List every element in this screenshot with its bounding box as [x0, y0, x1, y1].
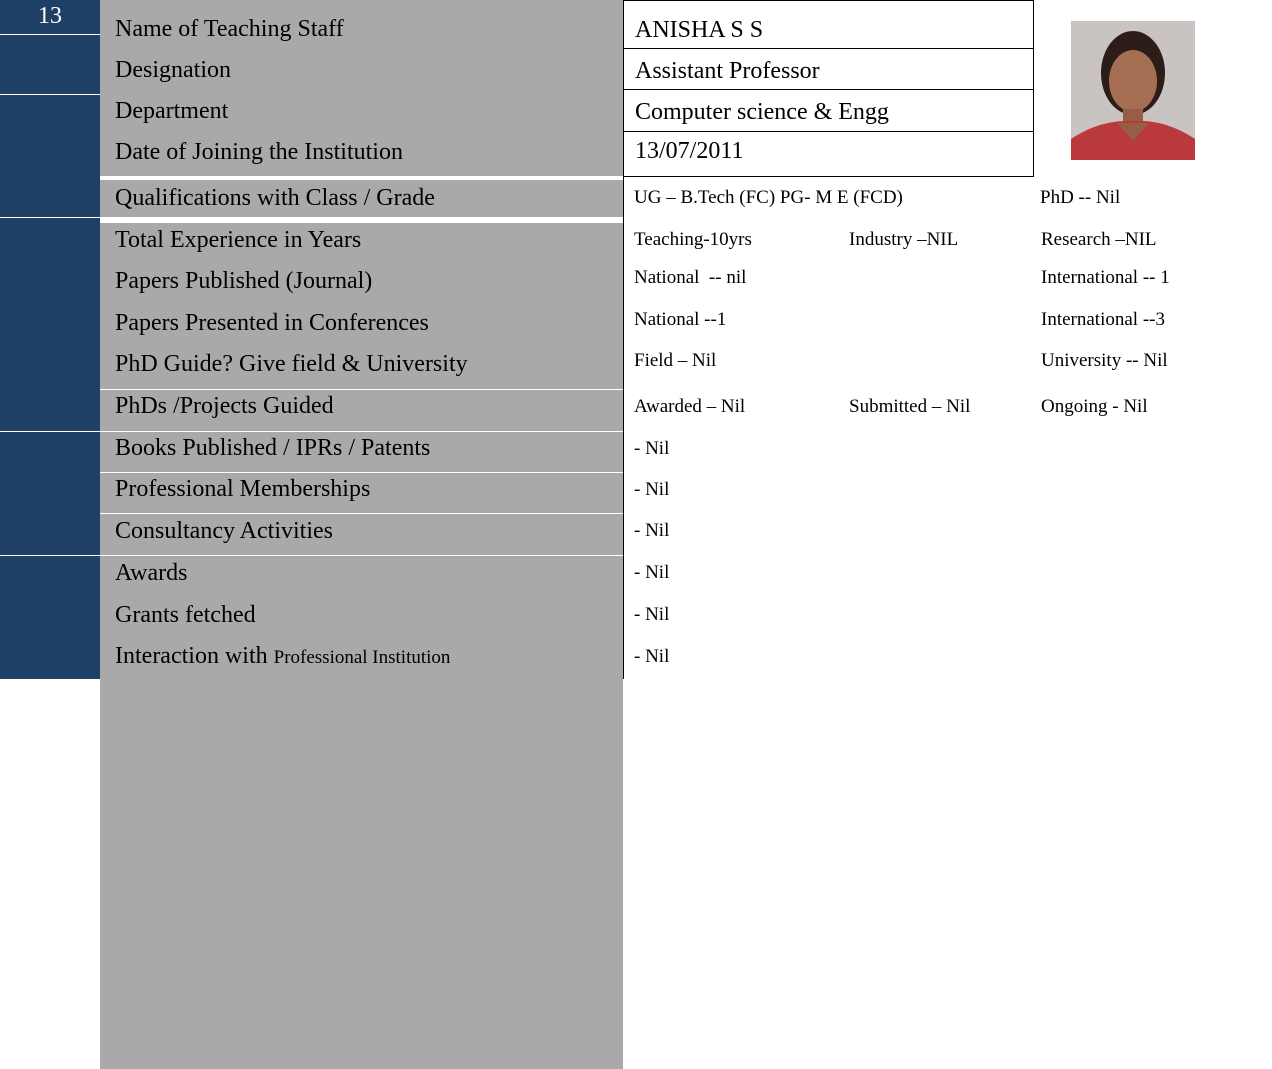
label-grants: Grants fetched: [115, 602, 256, 628]
label-books: Books Published / IPRs / Patents: [115, 435, 431, 461]
label-designation: Designation: [115, 57, 231, 83]
label-awards: Awards: [115, 560, 188, 586]
divider: [0, 34, 100, 35]
value-guide-field: Field – Nil: [634, 350, 717, 371]
label-name: Name of Teaching Staff: [115, 16, 344, 42]
value-exp-teaching: Teaching-10yrs: [634, 229, 752, 250]
row-number-column: [0, 0, 100, 679]
label-experience: Total Experience in Years: [115, 227, 362, 253]
label-cell: [100, 0, 623, 176]
value-date-of-joining: 13/07/2011: [635, 138, 744, 164]
value-exp-research: Research –NIL: [1041, 229, 1157, 250]
value-journal-national: National -- nil: [634, 267, 747, 288]
value-qual-ug-pg: UG – B.Tech (FC) PG- M E (FCD): [634, 187, 903, 208]
value-guided-ongoing: Ongoing - Nil: [1041, 396, 1148, 417]
grid-line: [623, 48, 1034, 49]
label-cell: [100, 223, 623, 389]
value-memberships: - Nil: [634, 479, 670, 500]
value-journal-international: International -- 1: [1041, 267, 1170, 288]
label-department: Department: [115, 98, 229, 124]
divider: [0, 431, 100, 432]
label-qualifications: Qualifications with Class / Grade: [115, 185, 435, 211]
label-papers-journal: Papers Published (Journal): [115, 268, 373, 294]
label-cell: [100, 180, 623, 217]
divider: [0, 217, 100, 218]
value-books: - Nil: [634, 438, 670, 459]
label-phd-guide: PhD Guide? Give field & University: [115, 351, 468, 377]
label-papers-conferences: Papers Presented in Conferences: [115, 310, 429, 336]
grid-line: [1033, 0, 1034, 177]
staff-photo-icon: [1071, 21, 1195, 160]
divider: [0, 555, 100, 556]
entry-number: 13: [38, 3, 62, 29]
staff-photo: [1071, 21, 1195, 160]
label-interaction-main: Interaction with: [115, 643, 268, 669]
grid-line: [623, 89, 1034, 90]
value-guided-submitted: Submitted – Nil: [849, 396, 971, 417]
value-conf-national: National --1: [634, 309, 727, 330]
label-interaction-small: Professional Institution: [273, 647, 451, 668]
label-interaction: Interaction with Professional Institutio…: [115, 641, 450, 673]
value-exp-industry: Industry –NIL: [849, 229, 959, 250]
value-qual-phd: PhD -- Nil: [1040, 187, 1121, 208]
value-designation: Assistant Professor: [635, 58, 820, 84]
value-guided-awarded: Awarded – Nil: [634, 396, 746, 417]
label-memberships: Professional Memberships: [115, 476, 371, 502]
value-awards: - Nil: [634, 562, 670, 583]
value-interaction: - Nil: [634, 646, 670, 667]
label-date-of-joining: Date of Joining the Institution: [115, 139, 403, 165]
value-guide-university: University -- Nil: [1041, 350, 1168, 371]
value-grants: - Nil: [634, 604, 670, 625]
value-conf-international: International --3: [1041, 309, 1165, 330]
grid-line: [623, 176, 1034, 177]
grid-line: [623, 0, 624, 679]
divider: [100, 472, 623, 473]
grid-line: [623, 0, 1034, 1]
divider: [100, 431, 623, 432]
divider: [0, 94, 100, 95]
value-department: Computer science & Engg: [635, 99, 889, 125]
value-consultancy: - Nil: [634, 520, 670, 541]
grid-line: [623, 131, 1034, 132]
label-phds-guided: PhDs /Projects Guided: [115, 393, 334, 419]
divider: [100, 555, 623, 556]
label-consultancy: Consultancy Activities: [115, 518, 333, 544]
value-name: ANISHA S S: [635, 17, 764, 43]
divider: [100, 513, 623, 514]
